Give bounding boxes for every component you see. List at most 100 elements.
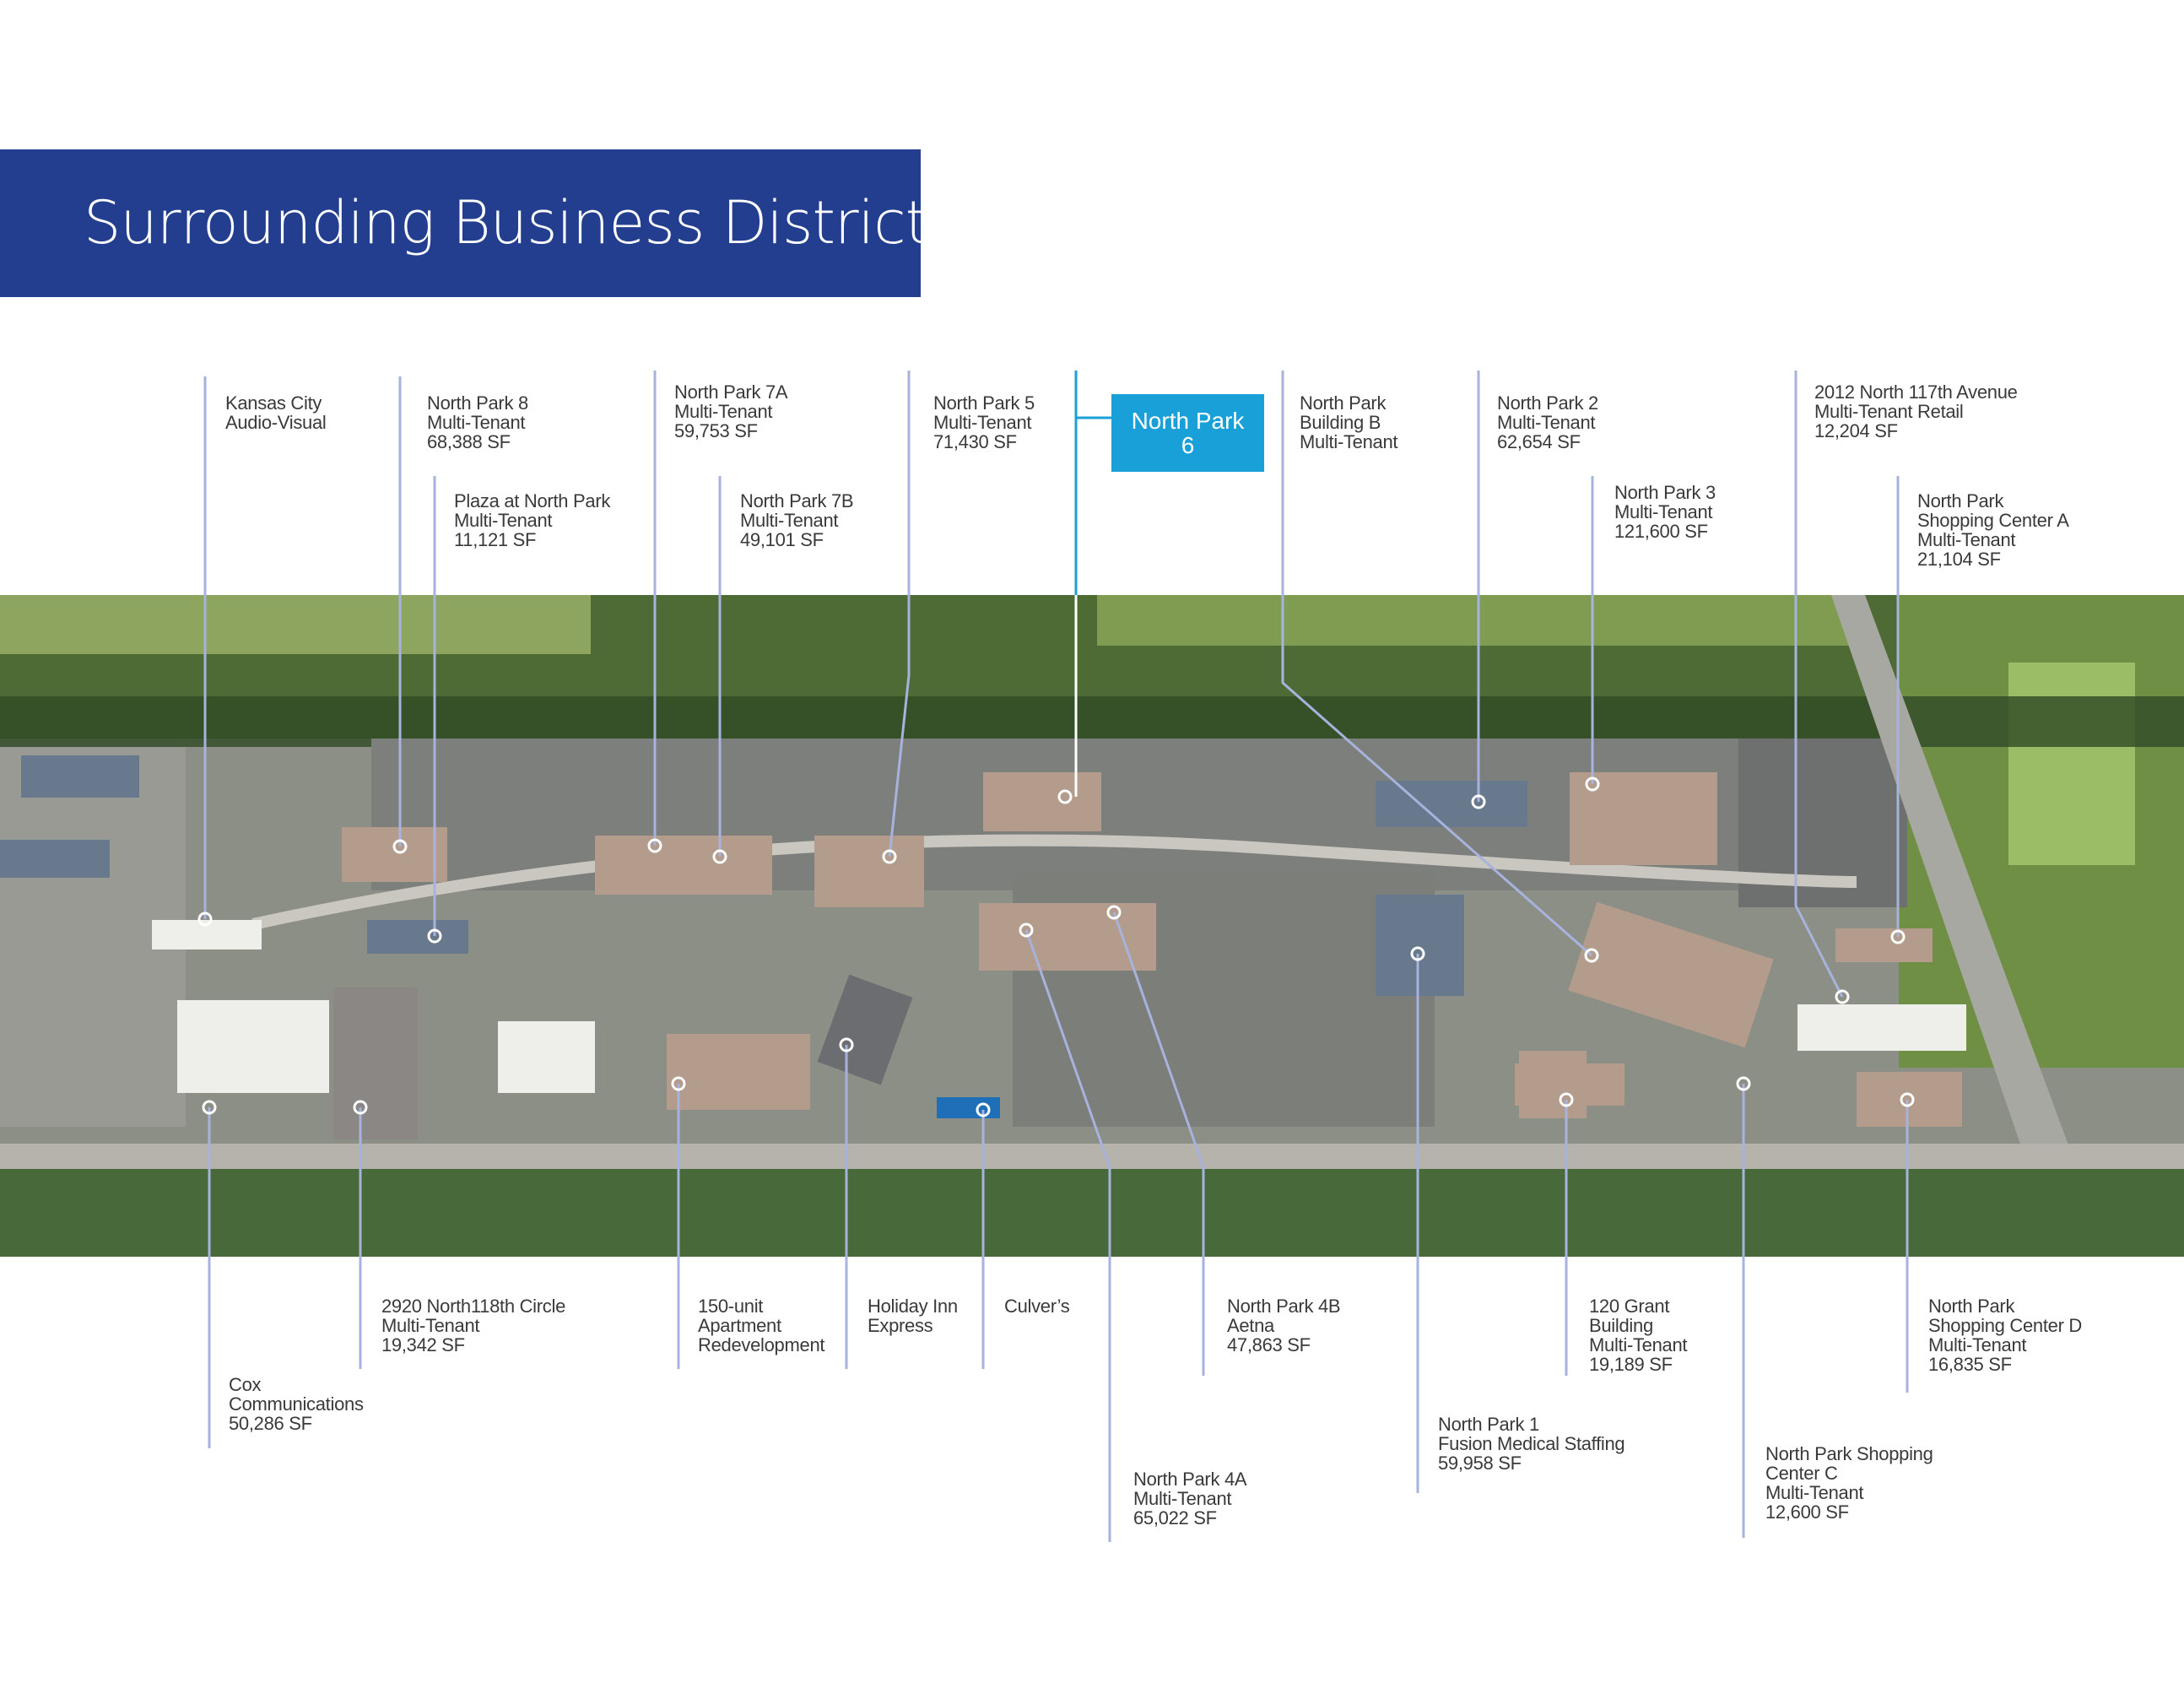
label-holiday-inn-express: Holiday Inn Express (868, 1296, 958, 1335)
label-line: 121,600 SF (1614, 521, 1708, 542)
label-line: North Park (1928, 1296, 2015, 1317)
label-line: North Park 2 (1497, 392, 1598, 414)
label-line: North Park 4A (1133, 1469, 1247, 1490)
label-line: Multi-Tenant (1917, 529, 2016, 550)
label-line: 50,286 SF (229, 1413, 312, 1434)
residential-area (0, 1169, 2184, 1257)
label-north-park-5: North Park 5 Multi-Tenant 71,430 SF (933, 393, 1035, 452)
label-plaza-at-north-park: Plaza at North Park Multi-Tenant 11,121 … (454, 491, 610, 549)
label-line: Multi-Tenant (1133, 1488, 1232, 1509)
label-line: Cox (229, 1374, 262, 1395)
label-line: Multi-Tenant (674, 401, 773, 422)
label-line: Audio-Visual (225, 412, 327, 433)
main-road (0, 1144, 2184, 1169)
title-banner: Surrounding Business District (0, 149, 928, 297)
label-line: Shopping Center A (1917, 510, 2069, 531)
label-line: Aetna (1227, 1315, 1274, 1336)
label-line: Multi-Tenant (1614, 501, 1713, 522)
label-line: 19,342 SF (381, 1334, 465, 1355)
label-north-park-building-b: North Park Building B Multi-Tenant (1300, 392, 1398, 452)
highlight-line: North Park (1131, 408, 1245, 434)
label-120-grant-building: 120 Grant Building Multi-Tenant 19,189 S… (1589, 1296, 1688, 1375)
highway (1831, 595, 2110, 1257)
label-line: Multi-Tenant (427, 412, 526, 433)
label-line: North Park 1 (1438, 1414, 1539, 1435)
label-line: 12,600 SF (1765, 1501, 1849, 1523)
building (1376, 895, 1464, 996)
label-line: 120 Grant (1589, 1296, 1670, 1317)
label-line: Multi-Tenant (1300, 431, 1398, 452)
grass-field (0, 595, 591, 654)
building (342, 827, 447, 882)
label-north-park-1: North Park 1 Fusion Medical Staffing 59,… (1438, 1414, 1625, 1474)
label-line: Multi-Tenant (454, 510, 553, 531)
label-line: 49,101 SF (740, 529, 824, 550)
label-line: North Park (1917, 490, 2004, 511)
highlight-line: 6 (1181, 432, 1195, 458)
page-title: Surrounding Business District (84, 188, 928, 257)
label-north-park-8: North Park 8 Multi-Tenant 68,388 SF (427, 393, 528, 452)
building (667, 1034, 810, 1110)
aerial-photo (0, 595, 2184, 1257)
internal-road (251, 834, 1857, 930)
label-line: 21,104 SF (1917, 549, 2001, 570)
building (152, 920, 262, 950)
label-line: Kansas City (225, 392, 322, 414)
label-line: Plaza at North Park (454, 490, 611, 511)
grass-field (1097, 595, 1857, 646)
label-north-park-shopping-center-d: North Park Shopping Center D Multi-Tenan… (1928, 1296, 2082, 1374)
label-line: Fusion Medical Staffing (1438, 1433, 1625, 1454)
label-line: North Park 5 (933, 392, 1035, 414)
building (814, 836, 924, 907)
label-line: 62,654 SF (1497, 431, 1581, 452)
building (21, 755, 139, 798)
label-line: 16,835 SF (1928, 1354, 2012, 1375)
label-line: North Park (1300, 392, 1387, 414)
building (1835, 928, 1933, 962)
building (1570, 772, 1717, 865)
label-line: Apartment (698, 1315, 781, 1336)
building (1519, 1051, 1587, 1118)
building (1857, 1072, 1962, 1127)
label-line: Culver’s (1004, 1296, 1070, 1317)
label-line: North Park 3 (1614, 482, 1716, 503)
label-150-unit-apartment: 150-unit Apartment Redevelopment (698, 1296, 825, 1355)
north-park-6-highlight: North Park 6 (1111, 394, 1264, 472)
label-cox-communications: Cox Communications 50,286 SF (229, 1375, 364, 1433)
label-line: Building B (1300, 412, 1381, 433)
label-north-park-7a: North Park 7A Multi-Tenant 59,753 SF (674, 382, 788, 441)
label-line: Communications (229, 1393, 364, 1415)
label-north-park-4a: North Park 4A Multi-Tenant 65,022 SF (1133, 1469, 1247, 1528)
label-line: Multi-Tenant (1589, 1334, 1688, 1355)
label-line: Multi-Tenant (381, 1315, 480, 1336)
building (367, 920, 468, 954)
label-north-park-shopping-center-c: North Park Shopping Center C Multi-Tenan… (1765, 1444, 1933, 1522)
label-culvers: Culver’s (1004, 1296, 1070, 1317)
building (177, 1000, 329, 1093)
label-line: 2012 North 117th Avenue (1814, 381, 2018, 403)
label-north-park-2: North Park 2 Multi-Tenant 62,654 SF (1497, 393, 1598, 452)
label-line: Shopping Center D (1928, 1315, 2083, 1336)
building (817, 974, 913, 1085)
label-line: North Park 7B (740, 490, 854, 511)
label-line: Multi-Tenant Retail (1814, 401, 1964, 422)
label-line: Express (868, 1315, 933, 1336)
label-line: Redevelopment (698, 1334, 825, 1355)
building (1376, 781, 1527, 827)
label-line: 11,121 SF (454, 529, 537, 550)
label-line: Multi-Tenant (1765, 1482, 1864, 1503)
label-line: 19,189 SF (1589, 1354, 1673, 1375)
building (1797, 1004, 1966, 1051)
label-north-park-7b: North Park 7B Multi-Tenant 49,101 SF (740, 490, 854, 550)
label-north-park-3: North Park 3 Multi-Tenant 121,600 SF (1614, 483, 1716, 541)
culvers-sign (937, 1097, 1000, 1118)
label-line: 2920 North118th Circle (381, 1296, 566, 1317)
label-line: Multi-Tenant (1928, 1334, 2027, 1355)
label-line: 47,863 SF (1227, 1334, 1311, 1355)
label-line: 12,204 SF (1814, 420, 1898, 441)
label-line: North Park Shopping (1765, 1443, 1933, 1464)
label-line: 71,430 SF (933, 431, 1017, 452)
label-north-park-shopping-center-a: North Park Shopping Center A Multi-Tenan… (1917, 491, 2069, 569)
label-line: Holiday Inn (868, 1296, 958, 1317)
label-line: 59,958 SF (1438, 1453, 1522, 1474)
